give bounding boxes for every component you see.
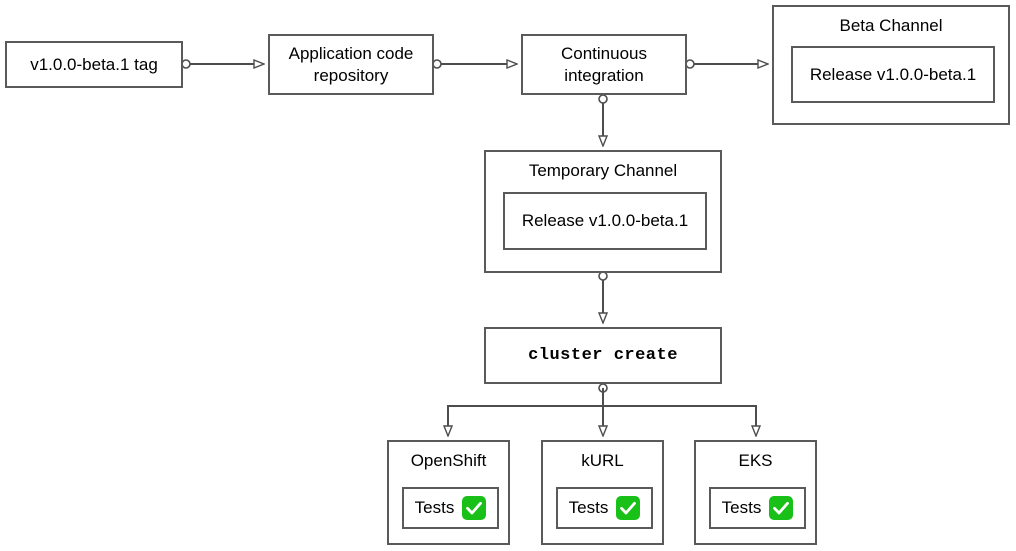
node-openshift-title: OpenShift xyxy=(410,451,487,470)
edge-repo-to-ci xyxy=(432,60,516,68)
node-openshift-tests[interactable]: Tests xyxy=(402,487,499,529)
node-temporary-channel-title: Temporary Channel xyxy=(528,161,678,180)
node-beta-channel[interactable]: Beta Channel Release v1.0.0-beta.1 xyxy=(772,5,1010,125)
edge-temporary-channel-to-cluster-create xyxy=(599,271,607,322)
green-check-icon xyxy=(769,496,794,520)
node-cluster-create[interactable]: cluster create xyxy=(484,327,722,384)
node-continuous-integration-label: Continuous integration xyxy=(560,44,647,85)
green-check-icon xyxy=(462,496,487,520)
node-continuous-integration[interactable]: Continuous integration xyxy=(521,34,687,95)
node-openshift-tests-label: Tests xyxy=(414,498,455,518)
node-temporary-channel-release[interactable]: Release v1.0.0-beta.1 xyxy=(503,192,707,250)
node-kurl-title: kURL xyxy=(581,451,624,470)
edge-tag-to-repo xyxy=(181,60,263,68)
edge-ci-to-beta-channel xyxy=(685,60,767,68)
node-eks-tests-label: Tests xyxy=(721,498,762,518)
node-eks[interactable]: EKS Tests xyxy=(694,440,817,545)
node-eks-title: EKS xyxy=(738,451,773,470)
node-eks-tests[interactable]: Tests xyxy=(709,487,806,529)
node-kurl-tests-label: Tests xyxy=(568,498,609,518)
node-beta-channel-release[interactable]: Release v1.0.0-beta.1 xyxy=(791,46,995,103)
node-beta-channel-title: Beta Channel xyxy=(839,16,943,35)
node-openshift[interactable]: OpenShift Tests xyxy=(387,440,510,545)
node-temporary-channel[interactable]: Temporary Channel Release v1.0.0-beta.1 xyxy=(484,150,722,273)
node-application-code-repository[interactable]: Application code repository xyxy=(268,34,434,95)
node-temporary-channel-release-label: Release v1.0.0-beta.1 xyxy=(521,211,689,231)
edge-cluster-create-to-targets xyxy=(448,383,756,435)
green-check-icon xyxy=(616,496,641,520)
edge-ci-to-temporary-channel xyxy=(599,94,607,145)
node-tag-label: v1.0.0-beta.1 tag xyxy=(30,54,158,74)
node-beta-channel-release-label: Release v1.0.0-beta.1 xyxy=(809,64,977,84)
node-cluster-create-label: cluster create xyxy=(528,345,678,365)
node-application-code-repository-label: Application code repository xyxy=(288,44,414,85)
node-tag[interactable]: v1.0.0-beta.1 tag xyxy=(5,41,183,88)
node-kurl-tests[interactable]: Tests xyxy=(556,487,653,529)
node-kurl[interactable]: kURL Tests xyxy=(541,440,664,545)
